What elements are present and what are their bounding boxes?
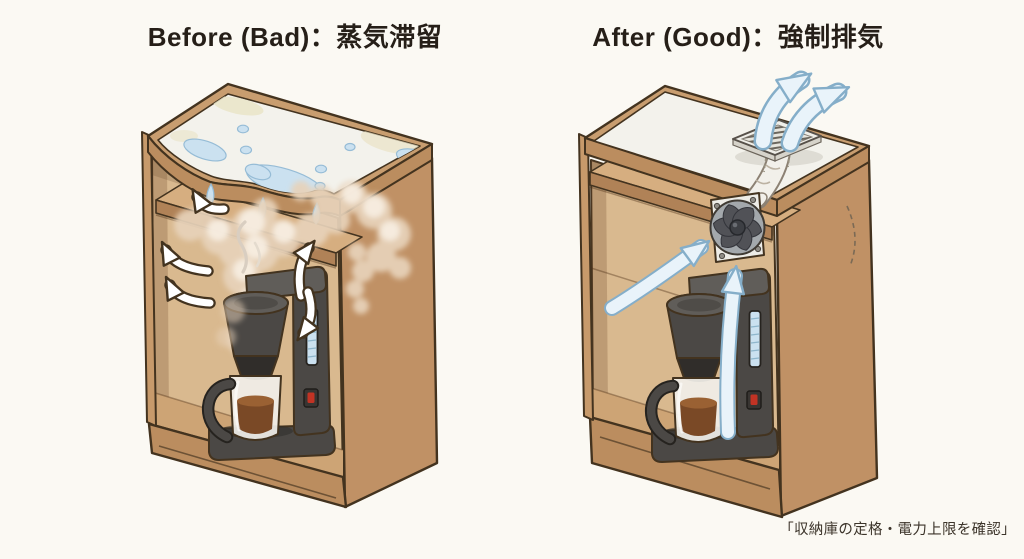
footer-note: 「収納庫の定格・電力上限を確認」	[779, 522, 1016, 538]
interior-left-wall	[591, 160, 608, 418]
front-steam-puffs	[216, 299, 245, 347]
condensation-droplet	[344, 142, 356, 152]
before-title: Before (Bad)：蒸気滞留	[147, 22, 443, 52]
steam-circulation-arrows	[160, 187, 320, 342]
after-cabinet	[578, 70, 879, 519]
fan-blades	[712, 204, 763, 251]
water-puddle	[313, 94, 347, 110]
condensation-droplet	[239, 145, 253, 155]
kick-line	[158, 445, 337, 499]
before-cabinet	[141, 82, 439, 509]
condensation-droplet	[314, 164, 328, 174]
top-right-edge	[776, 145, 870, 217]
exhaust-fan	[709, 192, 766, 263]
steam-wisps	[236, 220, 261, 274]
after-title: After (Good)：強制排気	[592, 22, 884, 52]
interior-left-wall	[152, 157, 169, 424]
condensation-droplet	[236, 124, 250, 134]
water-puddle	[183, 138, 227, 162]
outflow-arrows	[753, 70, 851, 153]
kick-line	[599, 436, 771, 490]
fan-hub	[729, 219, 746, 236]
clean-cabinet-top	[593, 91, 859, 197]
intake-airflow-arrows	[604, 239, 746, 440]
hidden-duct-hint	[846, 205, 856, 267]
water-puddle	[244, 163, 272, 181]
